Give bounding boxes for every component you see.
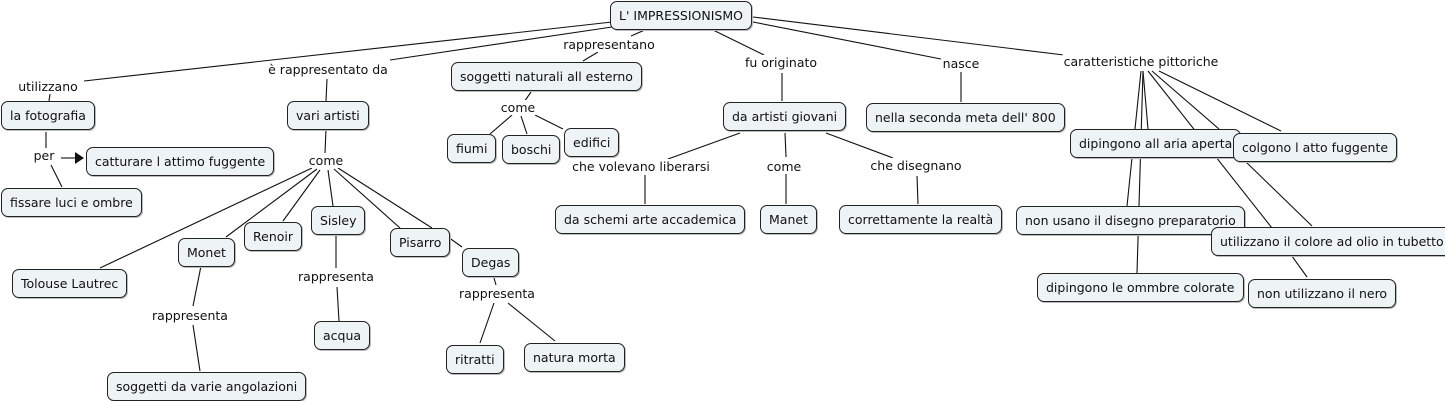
connector-line (784, 132, 787, 158)
connector-line (1288, 251, 1308, 278)
connector-line (48, 93, 51, 102)
connector-line (333, 168, 401, 229)
connector-line (447, 236, 463, 248)
connector-line (630, 28, 648, 37)
connector-line (337, 167, 433, 229)
connector-line (336, 286, 340, 322)
link-rappresenta-degas: rappresenta (458, 286, 536, 301)
concept-realta[interactable]: correttamente la realtà (839, 205, 1003, 234)
concept-tolouse-lautrec[interactable]: Tolouse Lautrec (12, 269, 128, 298)
connector-line (1158, 70, 1282, 132)
connector-line (1151, 70, 1220, 130)
concept-fiumi[interactable]: fiumi (447, 134, 497, 163)
concept-ritratti[interactable]: ritratti (446, 345, 504, 374)
concept-pisarro[interactable]: Pisarro (390, 228, 451, 257)
link-come-artisti: come (307, 153, 345, 168)
concept-seconda-meta[interactable]: nella seconda meta dell' 800 (866, 103, 1065, 132)
link-fu-originato: fu originato (743, 55, 819, 70)
connector-line (225, 168, 318, 238)
link-utilizzano: utilizzano (17, 79, 79, 94)
concept-nero[interactable]: non utilizzano il nero (1248, 279, 1397, 308)
connector-line (493, 277, 497, 286)
concept-natura-morta[interactable]: natura morta (524, 343, 625, 372)
concept-manet[interactable]: Manet (760, 205, 817, 234)
concept-ombre-colorate[interactable]: dipingono le ommbre colorate (1037, 273, 1244, 302)
connector-line (389, 26, 613, 61)
root-concept[interactable]: L' IMPRESSIONISMO (610, 1, 752, 30)
concept-renoir[interactable]: Renoir (244, 222, 302, 251)
link-rappresentato-da: è rappresentato da (267, 62, 389, 77)
link-caratteristiche: caratteristiche pittoriche (1062, 54, 1220, 69)
concept-soggetti-angolazioni[interactable]: soggetti da varie angolazioni (107, 372, 307, 401)
concept-edifici[interactable]: edifici (564, 128, 620, 157)
connector-line (83, 21, 613, 82)
connector-line (710, 28, 765, 56)
concept-aria-aperta[interactable]: dipingono all aria aperta (1070, 129, 1242, 158)
connector-line (489, 114, 513, 135)
link-rappresenta-sisley: rappresenta (297, 269, 375, 284)
link-come-soggetti: come (499, 100, 537, 115)
link-nasce: nasce (941, 56, 981, 71)
connector-line (1244, 160, 1313, 227)
connector-line (752, 21, 942, 60)
concept-artisti-giovani[interactable]: da artisti giovani (723, 102, 847, 131)
connector-line (99, 167, 313, 269)
connector-line (667, 132, 741, 160)
concept-vari-artisti[interactable]: vari artisti (287, 101, 369, 130)
link-per: per (32, 148, 56, 163)
connector-line (825, 132, 894, 159)
link-che-volevano: che volevano liberarsi (571, 159, 711, 174)
connector-line (1142, 70, 1149, 130)
connector-line (1136, 70, 1144, 274)
connector-line (324, 128, 327, 154)
connector-line (507, 302, 556, 342)
connector-line (520, 115, 528, 135)
connector-line (534, 114, 564, 130)
concept-degas[interactable]: Degas (462, 248, 520, 277)
link-come-giovani: come (765, 159, 803, 174)
connector-line (916, 175, 919, 205)
link-rappresentano: rappresentano (562, 37, 656, 52)
connector-line (327, 169, 334, 207)
concept-fissare[interactable]: fissare luci e ombre (1, 188, 142, 217)
concept-boschi[interactable]: boschi (502, 135, 561, 164)
link-che-disegnano: che disegnano (869, 158, 963, 173)
connector-line (192, 324, 201, 372)
concept-soggetti-naturali[interactable]: soggetti naturali all esterno (451, 62, 642, 91)
link-rappresenta-monet: rappresenta (151, 308, 229, 323)
connector-line (752, 16, 1065, 56)
concept-la-fotografia[interactable]: la fotografia (1, 101, 95, 130)
concept-monet[interactable]: Monet (178, 238, 235, 267)
concept-schemi[interactable]: da schemi arte accademica (555, 205, 746, 234)
concept-atto-fuggente[interactable]: colgono l atto fuggente (1233, 133, 1398, 162)
connector-line (582, 51, 599, 62)
concept-sisley[interactable]: Sisley (311, 206, 366, 235)
arrow-head-icon (75, 152, 84, 164)
concept-colore-olio[interactable]: utilizzano il colore ad olio in tubetto (1211, 227, 1445, 256)
concept-acqua[interactable]: acqua (314, 321, 371, 350)
concept-disegno[interactable]: non usano il disegno preparatorio (1016, 206, 1245, 235)
connector-line (50, 164, 63, 188)
connector-line (479, 302, 495, 344)
connector-line (282, 169, 321, 222)
connector-line (325, 78, 328, 102)
concept-catturare[interactable]: catturare l attimo fuggente (86, 147, 275, 176)
connector-line (192, 265, 202, 307)
